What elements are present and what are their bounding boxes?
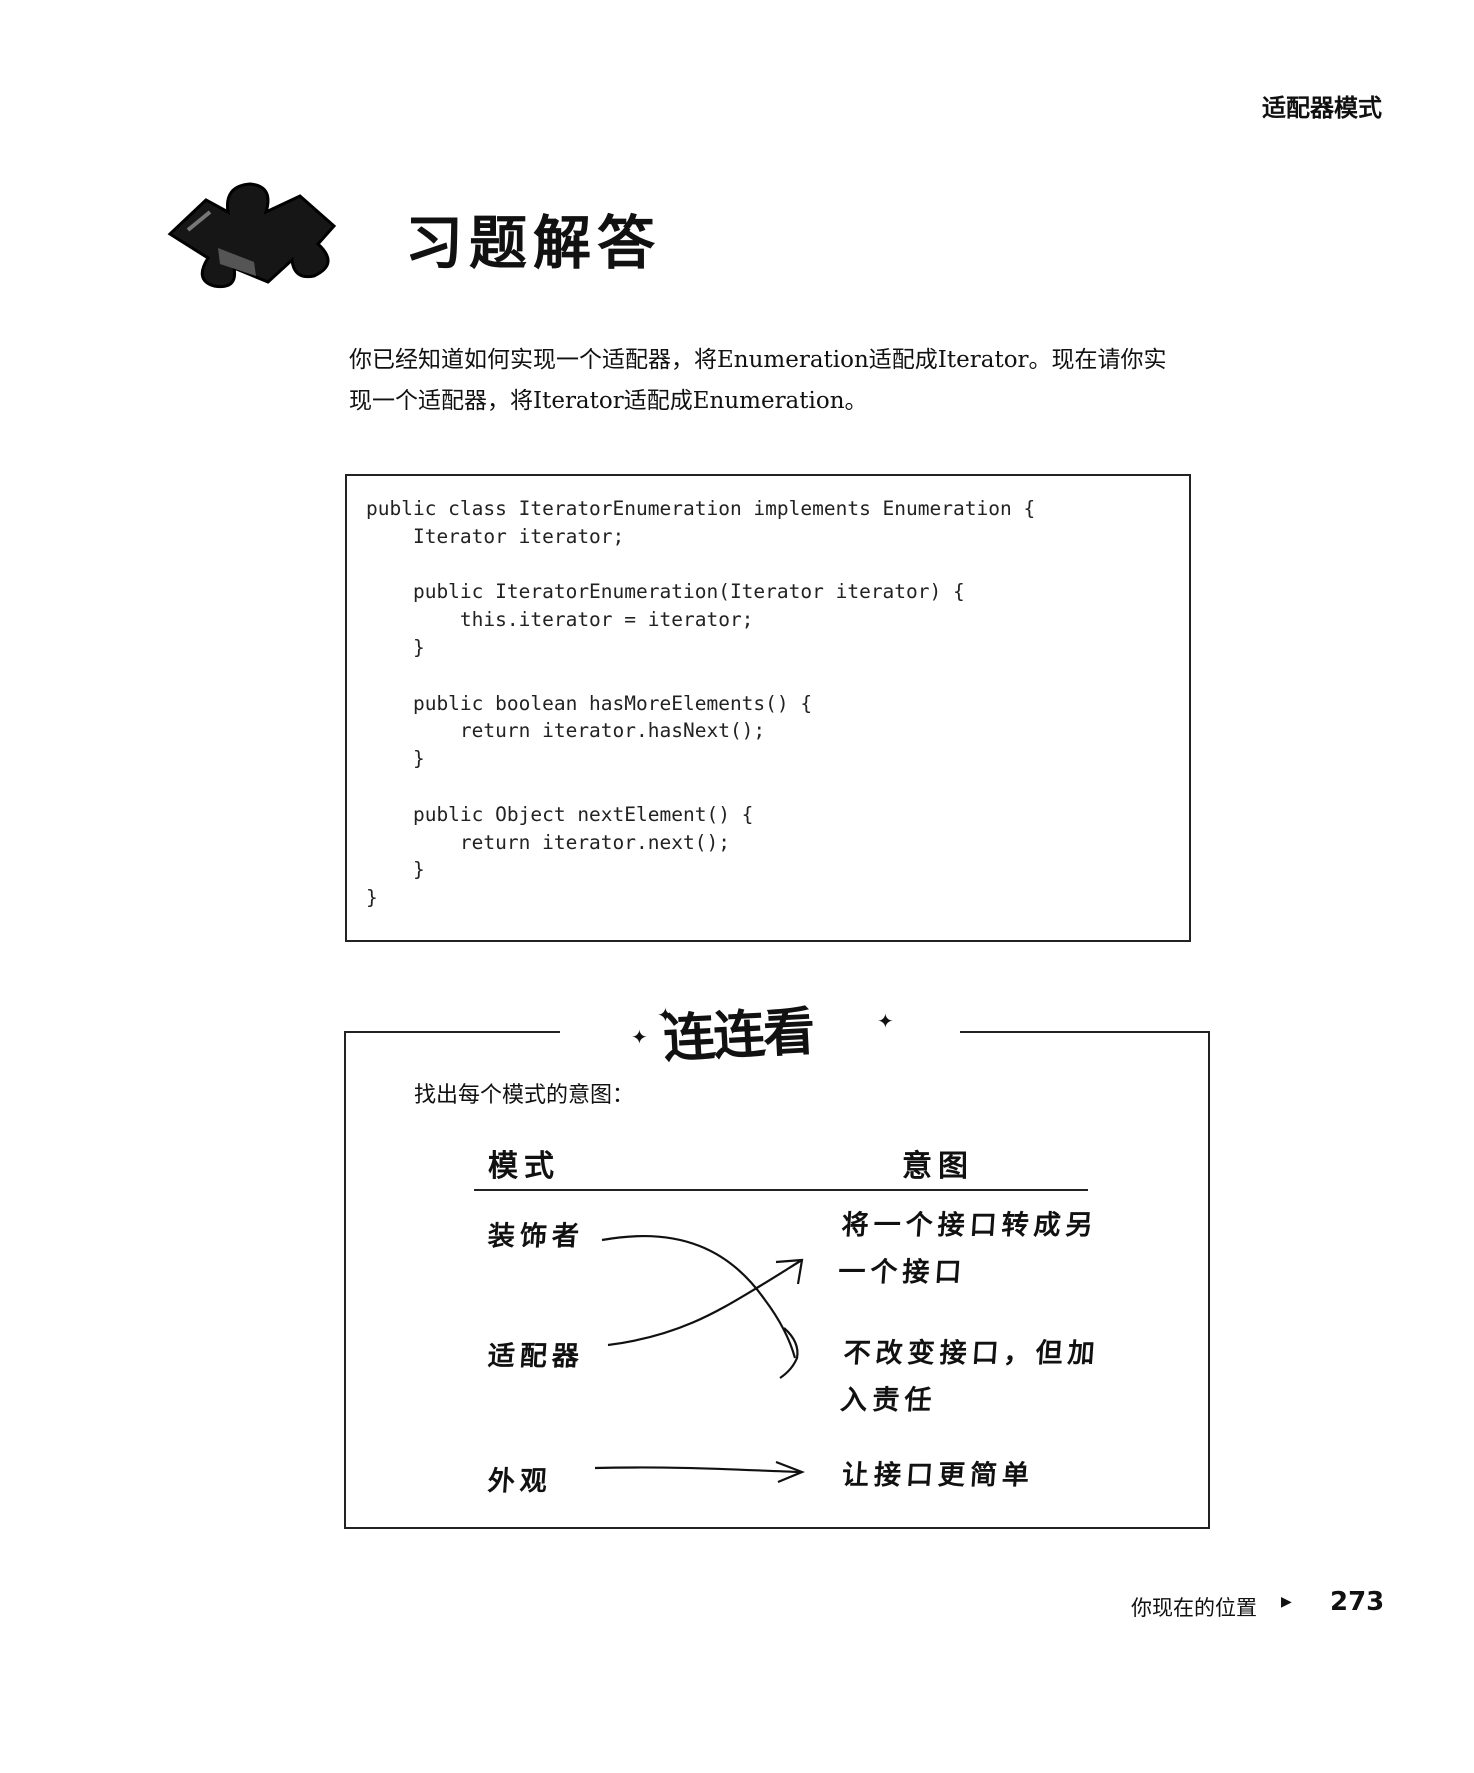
code-line: } — [366, 886, 378, 910]
puzzle-piece-icon — [158, 172, 343, 292]
star-icon: ✦ — [877, 1009, 894, 1033]
triangle-right-icon: ▶ — [1281, 1594, 1292, 1610]
code-line: return iterator.hasNext(); — [366, 719, 766, 743]
code-line: this.iterator = iterator; — [366, 608, 754, 632]
game-title-gap — [560, 1020, 960, 1040]
code-line: } — [366, 858, 425, 882]
code-listing: public class IteratorEnumeration impleme… — [347, 476, 1189, 912]
intro-line-1: 你已经知道如何实现一个适配器，将Enumeration适配成Iterator。现… — [349, 347, 1167, 373]
intent-line: 将一个接口转成另 — [840, 1210, 1099, 1241]
pattern-decorator: 装饰者 — [486, 1221, 585, 1252]
chapter-title: 适配器模式 — [1262, 94, 1382, 122]
intro-line-2: 现一个适配器，将Iterator适配成Enumeration。 — [349, 388, 868, 414]
code-line: public class IteratorEnumeration impleme… — [366, 497, 1036, 520]
code-line: Iterator iterator; — [366, 524, 625, 548]
code-line — [366, 551, 1189, 579]
code-line: public Object nextElement() { — [366, 802, 754, 826]
star-icon: ✦ — [657, 1003, 674, 1027]
page-number: 273 — [1330, 1587, 1385, 1617]
footer-label: 你现在的位置 — [1131, 1596, 1257, 1620]
intent-line: 让接口更简单 — [840, 1460, 1036, 1491]
intro-paragraph: 你已经知道如何实现一个适配器，将Enumeration适配成Iterator。现… — [349, 340, 1229, 422]
game-logo: ✦ ✦ ✦ 连连看 — [625, 985, 895, 1070]
intent-line: 一个接口 — [837, 1257, 968, 1288]
intent-convert-interface: 将一个接口转成另 一个接口 — [837, 1202, 1134, 1296]
code-line — [366, 662, 1189, 690]
column-header-intent: 意图 — [902, 1149, 974, 1184]
section-title: 习题解答 — [405, 209, 662, 277]
code-listing-box: public class IteratorEnumeration impleme… — [345, 474, 1191, 942]
header-rule — [474, 1189, 1088, 1191]
intent-add-responsibility: 不改变接口，但加 入责任 — [839, 1330, 1136, 1424]
intent-line: 不改变接口，但加 — [842, 1338, 1101, 1369]
pattern-facade: 外观 — [486, 1466, 553, 1497]
intent-line: 入责任 — [839, 1385, 938, 1416]
code-line: } — [366, 635, 425, 659]
code-line: return iterator.next(); — [366, 830, 730, 854]
game-instruction: 找出每个模式的意图： — [414, 1083, 635, 1108]
star-icon: ✦ — [631, 1025, 648, 1049]
column-header-pattern: 模式 — [488, 1149, 560, 1184]
pattern-adapter: 适配器 — [486, 1341, 585, 1372]
code-line: public boolean hasMoreElements() { — [366, 691, 813, 715]
code-line — [366, 773, 1189, 801]
code-line: } — [366, 747, 425, 771]
code-line: public IteratorEnumeration(Iterator iter… — [366, 580, 965, 604]
intent-simplify-interface: 让接口更简单 — [840, 1452, 1133, 1499]
game-logo-text: 连连看 — [661, 1002, 815, 1070]
